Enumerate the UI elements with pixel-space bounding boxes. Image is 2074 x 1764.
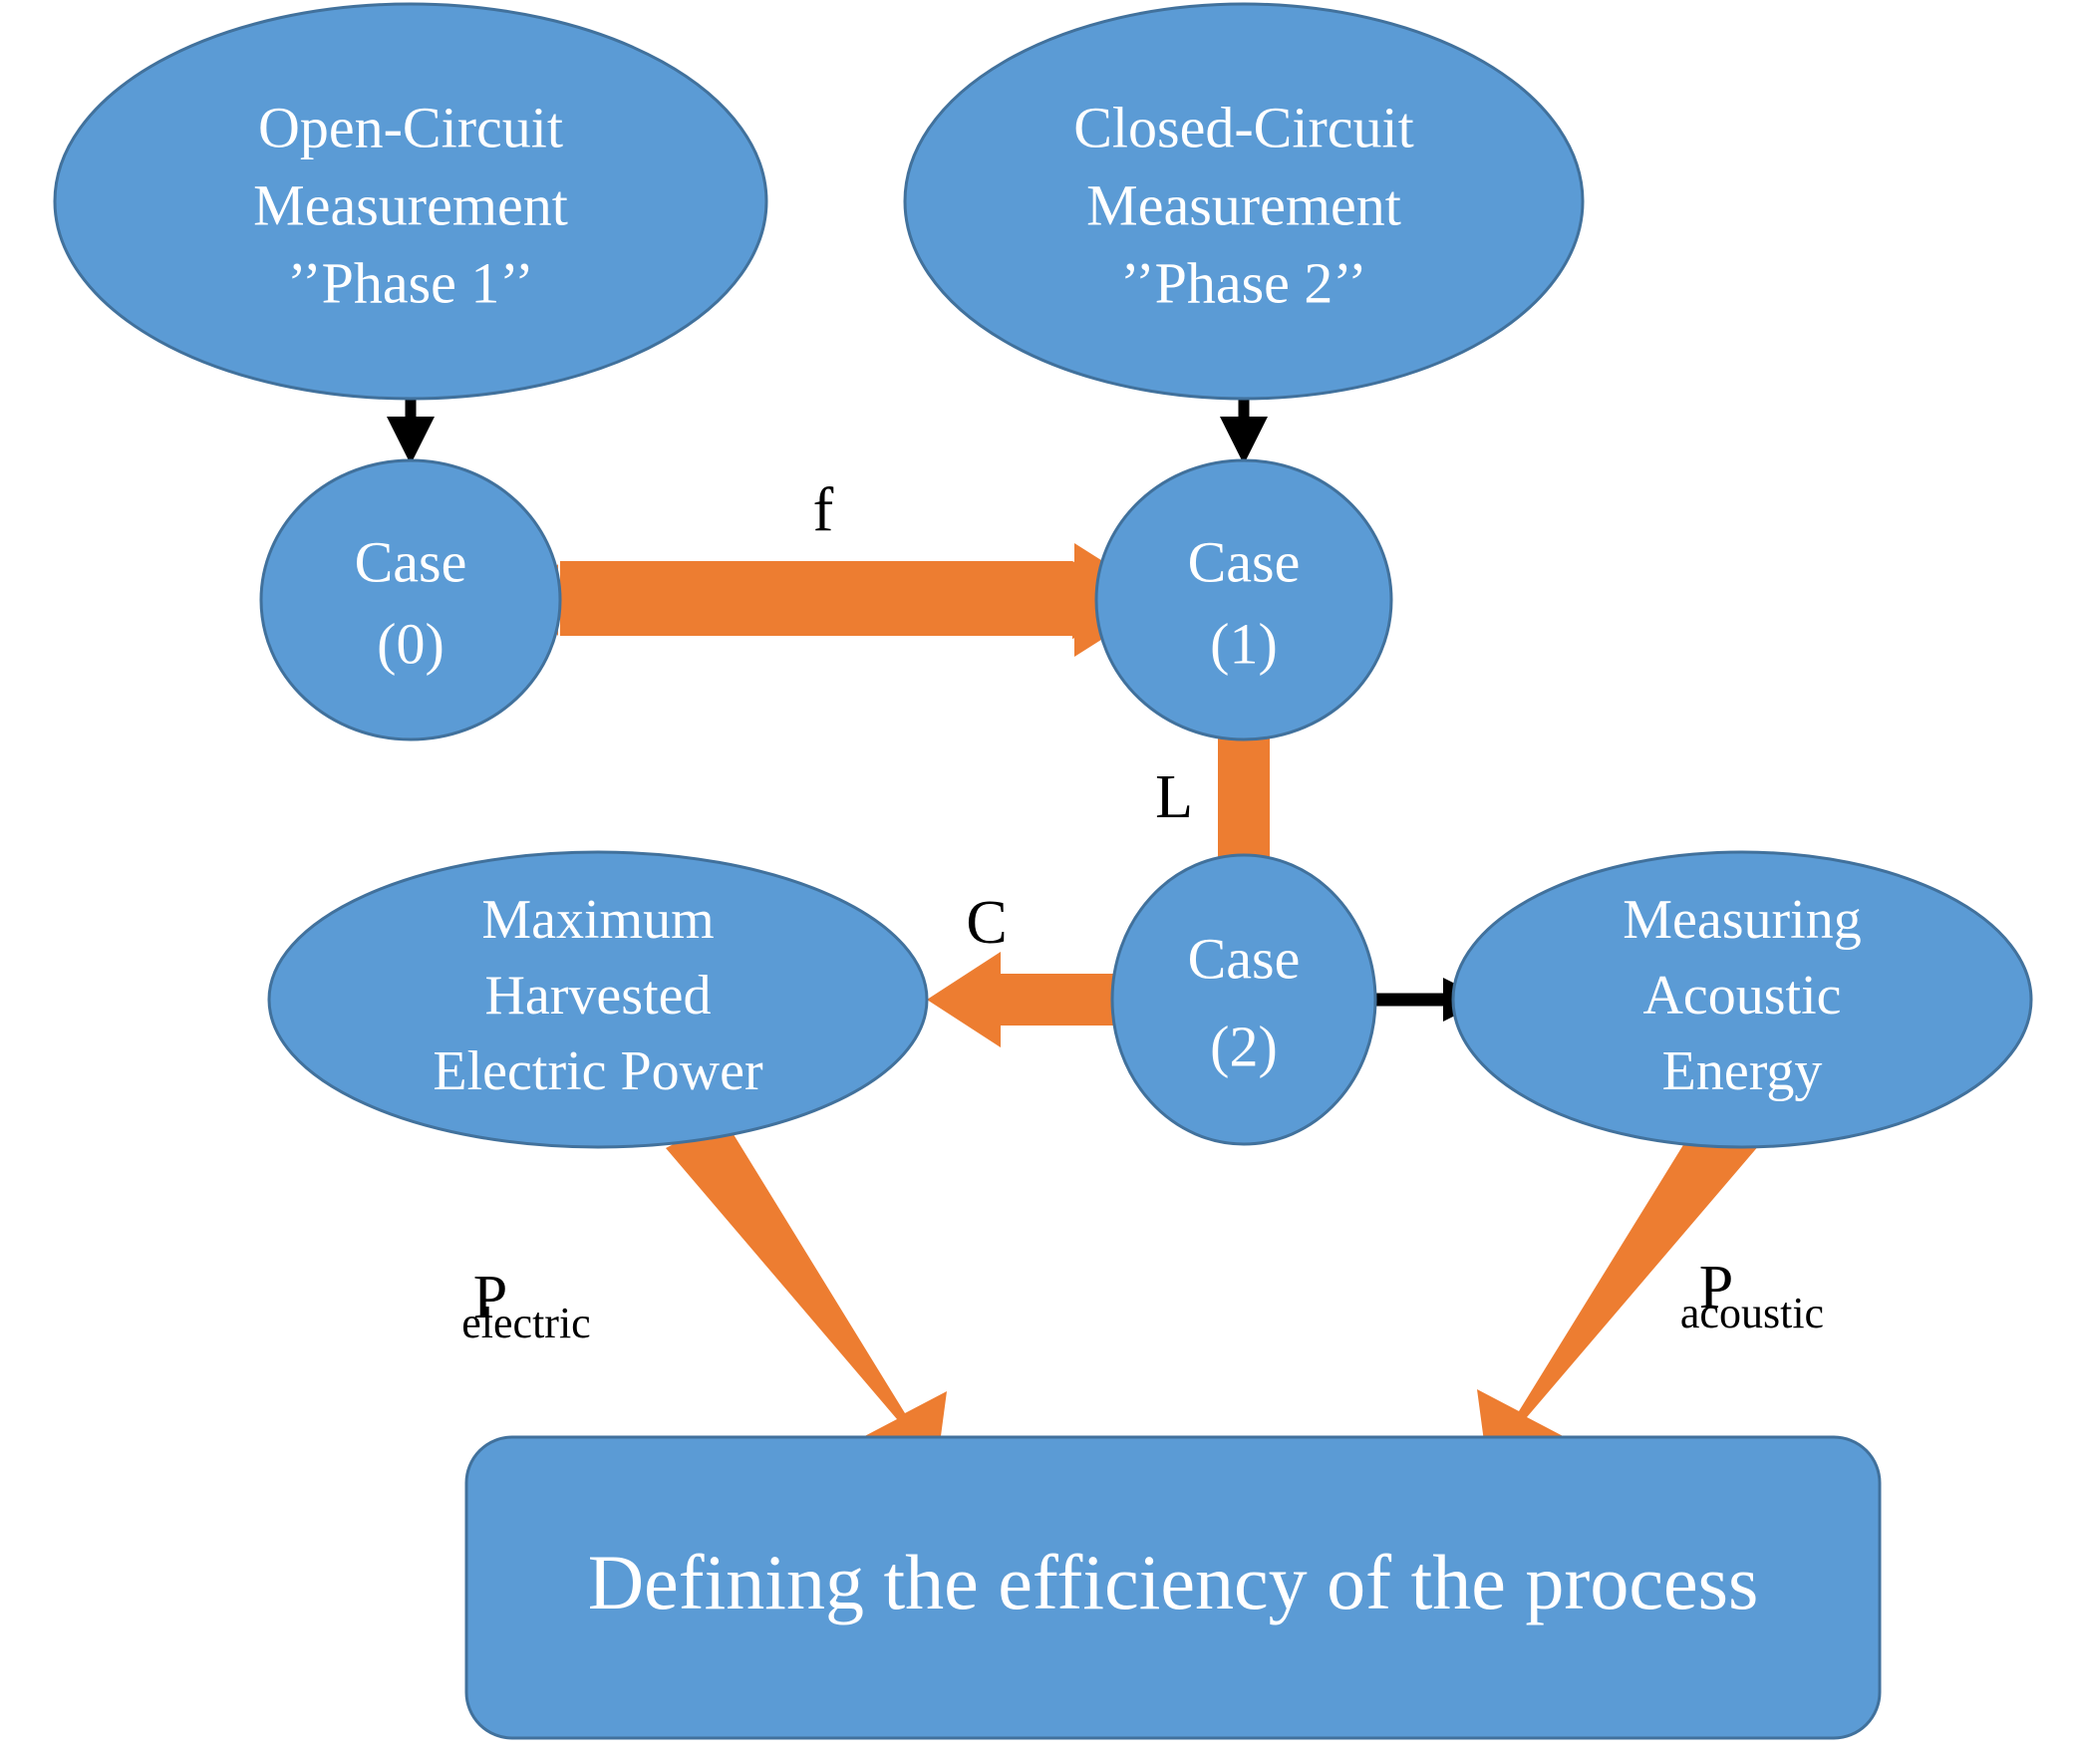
svg-text:Maximum: Maximum bbox=[481, 889, 714, 951]
node-open-circuit-measurement[interactable]: Open-Circuit Measurement ’’Phase 1’’ bbox=[53, 2, 768, 401]
node-case-2[interactable]: Case (2) bbox=[1110, 853, 1377, 1146]
svg-text:’’Phase 2’’: ’’Phase 2’’ bbox=[1120, 250, 1366, 315]
svg-text:Measurement: Measurement bbox=[1086, 172, 1401, 237]
svg-text:Measurement: Measurement bbox=[253, 172, 568, 237]
svg-text:Harvested: Harvested bbox=[484, 965, 711, 1027]
edge-phase2-to-case1 bbox=[1220, 395, 1268, 464]
svg-text:Open-Circuit: Open-Circuit bbox=[258, 95, 563, 159]
svg-text:(2): (2) bbox=[1210, 1014, 1278, 1078]
svg-text:Case: Case bbox=[355, 529, 467, 594]
edge-label-c: C bbox=[966, 889, 1007, 957]
edge-label-p-electric: P electric bbox=[461, 1264, 590, 1347]
svg-text:acoustic: acoustic bbox=[1680, 1289, 1824, 1337]
svg-text:Measuring: Measuring bbox=[1623, 889, 1862, 951]
svg-text:’’Phase 1’’: ’’Phase 1’’ bbox=[287, 250, 533, 315]
svg-text:Defining the efficiency of the: Defining the efficiency of the process bbox=[588, 1539, 1759, 1625]
node-defining-efficiency[interactable]: Defining the efficiency of the process bbox=[464, 1435, 1882, 1740]
svg-text:(0): (0) bbox=[377, 611, 444, 676]
svg-text:P: P bbox=[473, 1264, 507, 1331]
node-case-1[interactable]: Case (1) bbox=[1094, 458, 1393, 741]
edge-label-f: f bbox=[813, 476, 834, 544]
svg-text:Closed-Circuit: Closed-Circuit bbox=[1073, 95, 1414, 159]
node-maximum-harvested-electric-power[interactable]: Maximum Harvested Electric Power bbox=[267, 850, 929, 1149]
edge-phase1-to-case0 bbox=[387, 395, 435, 464]
svg-text:Case: Case bbox=[1188, 926, 1301, 991]
edge-case0-to-case1 bbox=[528, 543, 1164, 657]
svg-text:P: P bbox=[1699, 1254, 1733, 1322]
edge-case2-to-max-power bbox=[927, 952, 1148, 1047]
svg-text:Acoustic: Acoustic bbox=[1642, 965, 1841, 1027]
svg-text:Electric Power: Electric Power bbox=[433, 1040, 763, 1102]
svg-text:electric: electric bbox=[461, 1299, 590, 1347]
node-case-0[interactable]: Case (0) bbox=[259, 458, 562, 741]
svg-text:Case: Case bbox=[1188, 529, 1301, 594]
svg-text:Energy: Energy bbox=[1662, 1040, 1823, 1102]
node-closed-circuit-measurement[interactable]: Closed-Circuit Measurement ’’Phase 2’’ bbox=[903, 2, 1585, 401]
edge-label-p-acoustic: P acoustic bbox=[1680, 1254, 1824, 1337]
edge-acoustic-to-efficiency bbox=[1477, 1114, 1760, 1479]
edge-label-l: L bbox=[1155, 763, 1193, 831]
svg-text:(1): (1) bbox=[1210, 611, 1278, 676]
node-measuring-acoustic-energy[interactable]: Measuring Acoustic Energy bbox=[1451, 850, 2033, 1149]
edge-max-power-to-efficiency bbox=[666, 1118, 947, 1481]
